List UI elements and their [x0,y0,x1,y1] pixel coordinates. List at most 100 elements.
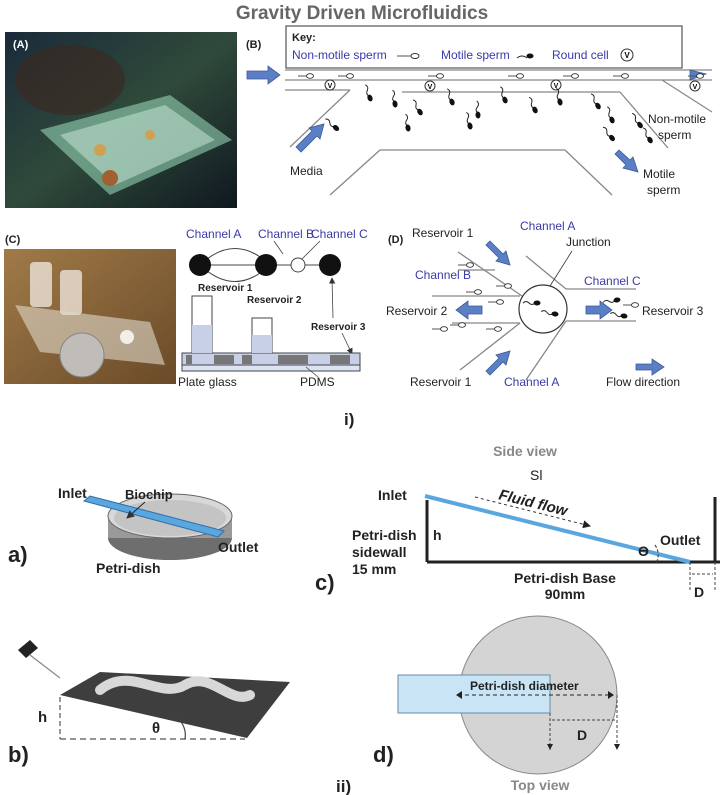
key-box [285,25,683,69]
media-label: Media [290,164,323,178]
round-cell-icon: V [424,80,436,92]
non-motile-sperm-icon [458,262,474,268]
b-chip-surface [60,672,290,738]
svg-text:V: V [328,83,333,90]
subfigure-a: Inlet Biochip Outlet Petri-dish a) [8,485,259,576]
svg-text:V: V [693,84,698,91]
d-arrow-right-icon [585,300,613,320]
c-fluid-flow-arrow [474,496,591,529]
panel-b-label: (B) [246,39,262,51]
b-pipette-icon [18,640,38,658]
c-inlet: Inlet [378,487,407,503]
a-label: a) [8,542,28,567]
motile-sperm-icon [540,310,559,317]
a-inlet: Inlet [58,485,87,501]
biochip [82,495,225,538]
panel-a-label: (A) [13,39,29,51]
plate-glass [181,364,361,372]
panel-c-cross-section: Plate glass PDMS [178,295,361,389]
d-arrow-bottom-icon [485,350,511,376]
key-motile-label: Motile sperm [441,48,510,62]
key-heading: Key: [292,32,316,44]
panel-a-photo: (A) [5,32,237,208]
non-motile-sperm-icon [338,73,354,79]
panel-c-photo [4,249,176,384]
c-side-view: Side view [493,443,557,459]
svg-text:V: V [428,84,433,91]
junction-channels [432,251,636,381]
c-reservoir-2-label: Reservoir 2 [247,295,302,306]
motile-sperm-icon [556,88,563,106]
c-label: c) [315,570,335,595]
motile-sperm-icon [528,96,538,114]
motile-sperm-icon [364,84,373,102]
motile-sperm-icon [325,118,340,131]
reservoir-2-dot [255,254,277,276]
panel-c-top-diagram: Channel A Channel B Channel C Reservoir … [186,227,368,355]
motile-sperm-icon [609,312,628,319]
a-biochip: Biochip [125,487,173,502]
a-outlet: Outlet [218,539,259,555]
junction-circle-d [518,284,568,334]
motile-sperm-icon [642,127,653,144]
c-sl: Sl [530,467,542,483]
key-motile-sperm-icon [516,53,534,59]
motile-sperm-icon [446,88,455,106]
panel-d-label: (D) [388,234,404,246]
svg-text:V: V [624,51,630,60]
d-reservoir-3: Reservoir 3 [642,304,704,318]
subfigure-b: h θ b) [8,640,290,767]
plate-glass-label: Plate glass [178,375,237,389]
c-theta: ϴ [638,543,649,559]
out-nonmotile-label-2: sperm [658,128,691,142]
c-sidewall-2: sidewall [352,544,406,560]
d-flow-legend-arrow-icon [635,358,665,376]
motile-sperm-icon [590,93,601,110]
panel-b-schematic: (B) Key: Non-motile sperm Motile sperm R… [246,25,713,197]
non-motile-sperm-icon [623,302,639,308]
non-motile-sperm-icon [508,73,524,79]
a-petri: Petri-dish [96,560,161,576]
c-base-1: Petri-dish Base [514,570,616,586]
d-channel-a-bottom: Channel A [504,375,559,389]
non-motile-sperm-icon [563,73,579,79]
panel-d: (D) Reservoir 1 Channel A Junction Chann… [386,219,704,389]
motile-sperm-icon [412,99,423,116]
c-base-2: 90mm [545,586,585,602]
d-label: d) [373,742,394,767]
round-cell-icon: V [324,79,336,91]
key-round-cell-icon: V [620,48,634,62]
out-motile-label-2: sperm [647,183,680,197]
c-channel-b-label: Channel B [258,227,314,241]
section-i-label: i) [344,410,354,429]
key-non-motile-label: Non-motile sperm [292,48,387,62]
d-reservoir-1-top: Reservoir 1 [412,226,474,240]
motile-outlet-arrow-icon [614,149,639,173]
panel-c-label: (C) [5,234,21,246]
key-round-cell-label: Round cell [552,48,609,62]
motile-sperm-icon [405,113,411,132]
round-cell-icon: V [550,79,562,91]
b-label: b) [8,742,29,767]
non-motile-sperm-icon [688,73,704,79]
d-arrow-top-icon [485,240,511,266]
d-diameter: Petri-dish diameter [470,679,579,693]
motile-sperm-icon [522,300,541,306]
d-arrow-left-icon [455,300,483,320]
c-h: h [433,527,442,543]
motile-sperm-icon [631,113,643,129]
d-reservoir-1-bottom: Reservoir 1 [410,375,472,389]
non-motile-sperm-icon [613,73,629,79]
figure-title: Gravity Driven Microfluidics [236,3,488,24]
d-flow-direction: Flow direction [606,375,680,389]
inlet-arrow-icon [246,65,281,85]
non-motile-sperm-icon [428,73,444,79]
motile-sperm-icon [499,86,508,104]
c-d: D [694,584,704,600]
c-channel-c-label: Channel C [311,227,368,241]
motile-sperm-icon [606,106,615,124]
d-top-view: Top view [511,777,570,793]
c-outlet: Outlet [660,532,701,548]
